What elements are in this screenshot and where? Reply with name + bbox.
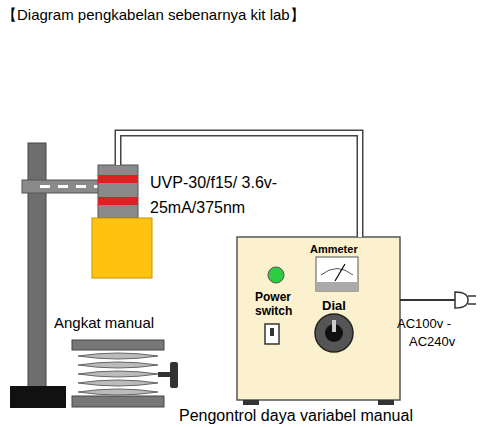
power-controller: Pengontrol daya variabel manual	[237, 237, 400, 400]
lamp-head	[92, 218, 152, 278]
ammeter-base	[316, 282, 358, 291]
controller-housing	[237, 237, 400, 400]
voltage-label: AC100v -AC240v	[397, 315, 485, 351]
power-led	[268, 267, 284, 283]
jack-handle	[170, 362, 178, 388]
jack-coil	[78, 362, 158, 368]
cable-core	[118, 133, 360, 237]
dial-pointer	[332, 320, 336, 332]
clamp-dashes	[40, 185, 98, 188]
stand-base	[10, 386, 66, 408]
plug-pin	[468, 303, 476, 305]
lamp-body	[98, 165, 138, 218]
dial-label: Dial	[322, 298, 362, 313]
node-label: Pengontrol daya variabel manual	[179, 406, 449, 425]
diagram-title: 【Diagram pengkabelan sebenarnya kit lab】	[2, 6, 305, 25]
dial-knob	[315, 314, 353, 352]
ammeter-scale	[321, 269, 353, 276]
power-cord	[400, 299, 455, 301]
cable-outline	[118, 133, 360, 237]
jack-bottom-plate	[72, 396, 164, 407]
ammeter-face	[316, 257, 358, 291]
power-switch-lever	[270, 328, 274, 336]
clamp-arm	[22, 180, 100, 193]
uv-lamp: UVP-30/f15/ 3.6v-25mA/375nm	[92, 165, 152, 278]
ammeter-label: Ammeter	[310, 243, 370, 255]
power-switch-label: Power switch	[255, 290, 301, 318]
node-label: UVP-30/f15/ 3.6v-25mA/375nm	[150, 170, 290, 220]
power-plug	[455, 292, 468, 308]
jack-coil	[78, 353, 158, 359]
ammeter-needle	[335, 264, 345, 281]
jack-top-plate	[72, 340, 164, 350]
power-switch	[265, 324, 279, 344]
plug-pin	[468, 295, 476, 297]
power-cable	[118, 133, 360, 237]
lamp-band	[98, 197, 138, 205]
lamp-band	[98, 175, 138, 183]
jack-coil	[78, 380, 158, 386]
jack-coil	[78, 389, 158, 395]
jack-coil	[78, 371, 158, 377]
controller-foot	[243, 400, 259, 405]
node-label: Angkat manual	[54, 314, 184, 332]
lab-jack: Angkat manual	[70, 340, 180, 408]
jack-screw	[158, 372, 172, 377]
jack-scissor	[78, 353, 158, 395]
controller-foot	[378, 400, 394, 405]
